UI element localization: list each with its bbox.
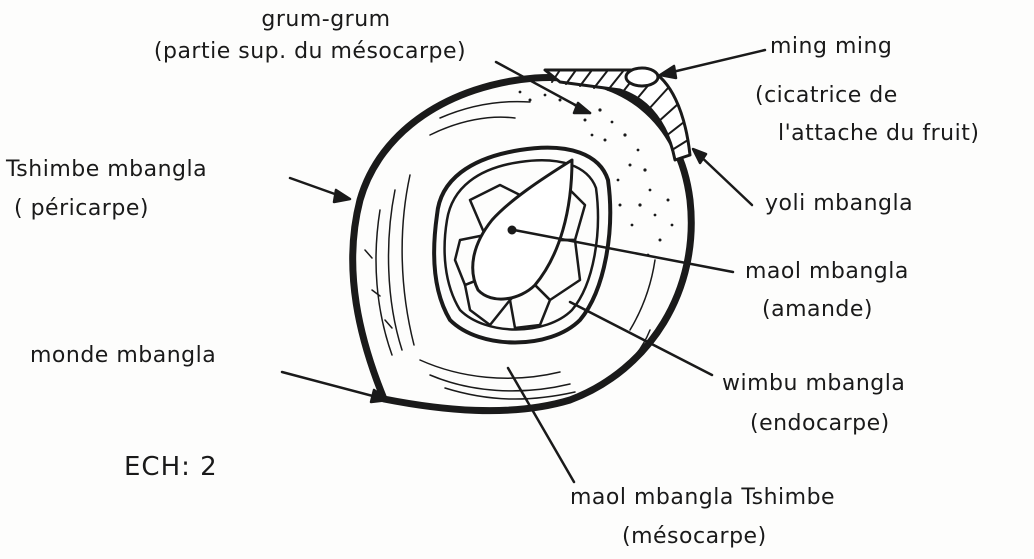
label-yoli-mbangla-name: yoli mbangla [765,190,913,218]
scale-label: ECH: 2 [124,453,218,481]
label-maol-mbangla-tshimbe: maol mbangla Tshimbe [570,484,835,512]
label-tshimbe-mbangla: Tshimbe mbangla [6,156,207,184]
label-tshimbe-mbangla-gloss: ( péricarpe) [14,195,149,223]
label-maol-mbangla-tshimbe-name: maol mbangla Tshimbe [570,484,835,512]
label-maol-mbangla-tshimbe-gloss: (mésocarpe) [622,523,767,551]
label-maol-mbangla-gloss: (amande) [762,296,873,324]
label-ming-ming-gloss-2: l'attache du fruit) [778,120,979,148]
label-maol-mbangla-name: maol mbangla [745,258,909,286]
label-wimbu-mbangla-gloss-box: (endocarpe) [750,410,890,438]
label-ming-ming-name: ming ming [770,33,892,61]
label-ming-ming-gloss-1: (cicatrice de [755,82,898,110]
label-wimbu-mbangla-gloss: (endocarpe) [750,410,890,438]
label-maol-mbangla: maol mbangla [745,258,909,286]
kernel-almond [473,160,572,299]
label-maol-mbangla-tshimbe-gloss-box: (mésocarpe) [622,523,767,551]
scale-text: ECH: 2 [124,453,218,481]
label-monde-mbangla: monde mbangla [30,342,216,370]
label-maol-mbangla-gloss-box: (amande) [762,296,873,324]
label-tshimbe-mbangla-gloss-box: ( péricarpe) [14,195,149,223]
label-tshimbe-mbangla-name: Tshimbe mbangla [6,156,207,184]
stalk-knob [626,68,658,86]
label-ming-ming: ming ming [770,33,892,61]
label-wimbu-mbangla: wimbu mbangla [722,370,905,398]
label-grum-grum: grum-grum [206,6,446,34]
label-monde-mbangla-name: monde mbangla [30,342,216,370]
label-ming-ming-gloss-2-box: l'attache du fruit) [778,120,979,148]
label-grum-grum-gloss-box: (partie sup. du mésocarpe) [100,38,520,66]
label-grum-grum-gloss: (partie sup. du mésocarpe) [100,38,520,66]
label-yoli-mbangla: yoli mbangla [765,190,913,218]
label-wimbu-mbangla-name: wimbu mbangla [722,370,905,398]
label-grum-grum-name: grum-grum [206,6,446,34]
label-ming-ming-gloss-1-box: (cicatrice de [755,82,898,110]
